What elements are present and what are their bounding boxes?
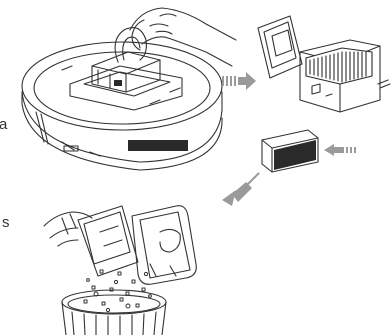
arrow-down-left bbox=[222, 172, 260, 206]
arrow-right bbox=[222, 72, 256, 90]
pleated-filter bbox=[306, 48, 372, 84]
clipped-margin-letter-a: a bbox=[0, 117, 7, 132]
robot-side-vent bbox=[128, 140, 188, 151]
robot-vacuum-illustration bbox=[22, 42, 222, 170]
open-dustbin-illustration bbox=[258, 16, 390, 112]
hand-lifting-bin bbox=[130, 8, 236, 66]
trash-can bbox=[62, 290, 166, 335]
foam-filter bbox=[262, 130, 318, 172]
arrow-left bbox=[324, 144, 356, 156]
dustbin-being-lifted bbox=[92, 28, 160, 92]
tilted-dustbin bbox=[78, 206, 196, 285]
clipped-margin-letter-s: s bbox=[2, 215, 10, 230]
